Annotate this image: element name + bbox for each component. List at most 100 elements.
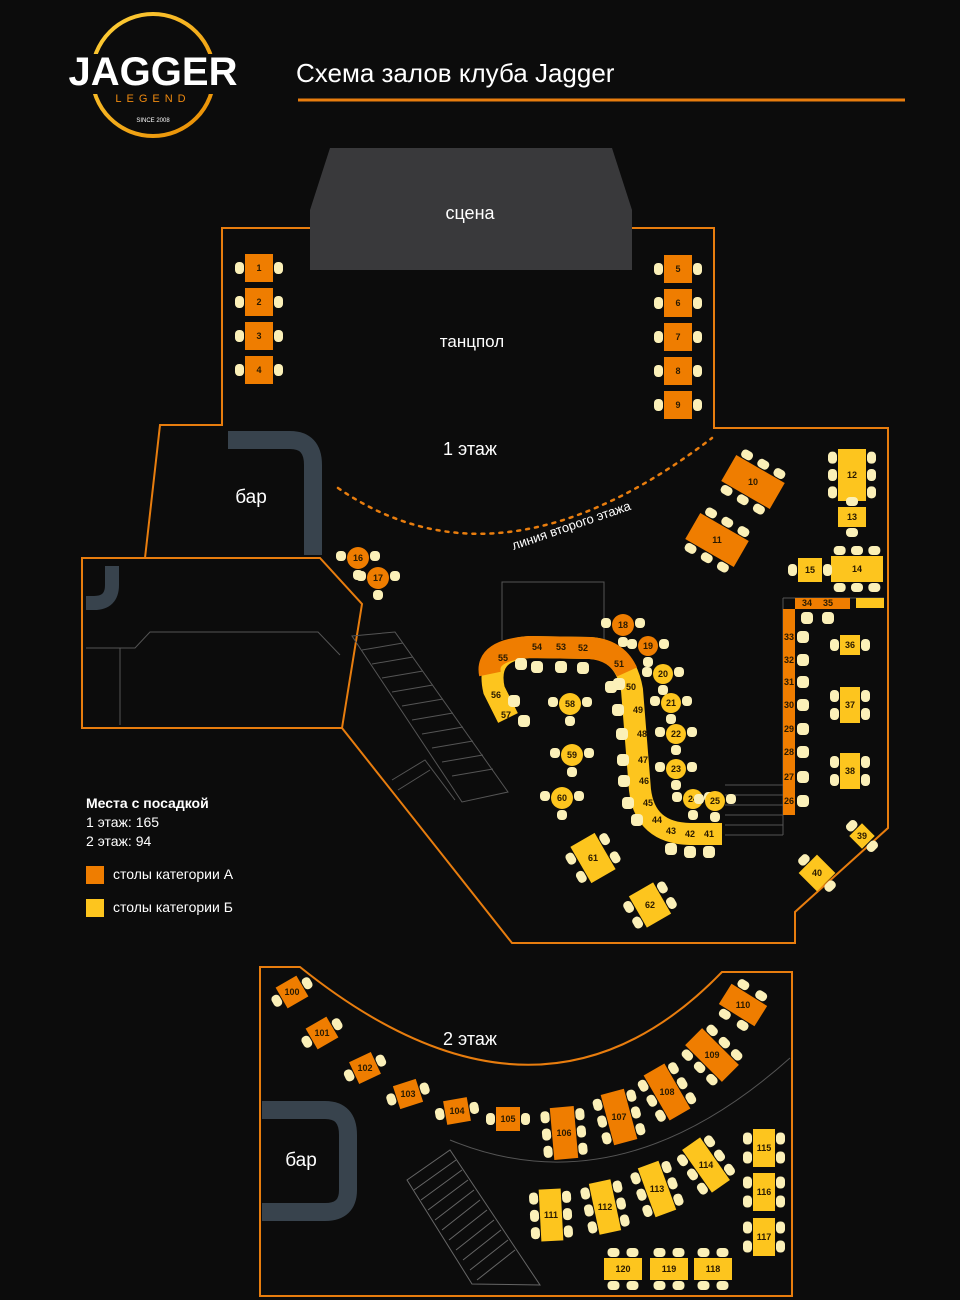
bar-seat-55[interactable]: 55	[498, 653, 508, 663]
chair	[741, 449, 754, 461]
chair	[743, 1221, 752, 1234]
table-8[interactable]: 8	[654, 357, 702, 385]
table-number: 58	[565, 699, 575, 709]
bar-chair	[703, 846, 715, 858]
table-20[interactable]: 20	[642, 664, 684, 695]
chair	[743, 1240, 752, 1253]
chair	[370, 551, 380, 561]
table-23[interactable]: 23	[655, 759, 697, 790]
bar-seat-43[interactable]: 43	[666, 826, 676, 836]
table-61[interactable]: 61	[562, 828, 625, 888]
table-7[interactable]: 7	[654, 323, 702, 351]
bar-seat-52[interactable]: 52	[578, 643, 588, 653]
table-18[interactable]: 18	[601, 614, 645, 647]
table-9[interactable]: 9	[654, 391, 702, 419]
chair	[687, 727, 697, 737]
table-116[interactable]: 116	[743, 1173, 785, 1211]
chair	[682, 696, 692, 706]
table-109[interactable]: 109	[678, 1021, 746, 1089]
table-114[interactable]: 114	[674, 1132, 738, 1199]
bar-seat-45[interactable]: 45	[643, 798, 653, 808]
table-19[interactable]: 19	[627, 636, 669, 667]
table-103[interactable]: 103	[383, 1076, 432, 1112]
bar-seat-46[interactable]: 46	[639, 776, 649, 786]
table-113[interactable]: 113	[628, 1157, 685, 1220]
table-36[interactable]: 36	[830, 635, 870, 655]
table-101[interactable]: 101	[297, 1012, 347, 1055]
bar-seat-53[interactable]: 53	[556, 642, 566, 652]
table-12[interactable]: 12	[828, 449, 876, 501]
table-110[interactable]: 110	[714, 975, 773, 1035]
table-100[interactable]: 100	[267, 971, 317, 1014]
table-118[interactable]: 118	[694, 1248, 732, 1290]
bar-seat-56[interactable]: 56	[491, 690, 501, 700]
table-102[interactable]: 102	[340, 1048, 390, 1088]
table-top	[588, 1179, 622, 1235]
table-25[interactable]: 25	[694, 791, 736, 822]
table-105[interactable]: 105	[486, 1107, 530, 1131]
table-60[interactable]: 60	[540, 787, 584, 820]
bar-seat-47[interactable]: 47	[638, 755, 648, 765]
bar-seat-35[interactable]: 35	[823, 598, 833, 608]
table-58[interactable]: 58	[548, 693, 592, 726]
table-3[interactable]: 3	[235, 322, 283, 350]
table-number: 104	[449, 1106, 464, 1116]
bar-seat-29[interactable]: 29	[784, 724, 794, 734]
bar-seat-44[interactable]: 44	[652, 815, 662, 825]
table-59[interactable]: 59	[550, 744, 594, 777]
bar-seat-32[interactable]: 32	[784, 655, 794, 665]
table-39[interactable]: 39	[842, 816, 882, 856]
bar-seat-48[interactable]: 48	[637, 729, 647, 739]
table-120[interactable]: 120	[604, 1248, 642, 1290]
table-top	[694, 1258, 732, 1280]
table-top	[559, 693, 581, 715]
table-38[interactable]: 38	[830, 753, 870, 789]
bar-seat-27[interactable]: 27	[784, 772, 794, 782]
bar-seat-42[interactable]: 42	[685, 829, 695, 839]
table-111[interactable]: 111	[529, 1188, 574, 1242]
table-2[interactable]: 2	[235, 288, 283, 316]
table-13[interactable]: 13	[838, 497, 866, 537]
bar-seat-31[interactable]: 31	[784, 677, 794, 687]
chair	[833, 583, 846, 592]
table-40[interactable]: 40	[792, 848, 843, 899]
chair	[851, 546, 863, 555]
table-119[interactable]: 119	[650, 1248, 688, 1290]
bar-seat-34[interactable]: 34	[802, 598, 812, 608]
table-117[interactable]: 117	[743, 1218, 785, 1256]
chair	[655, 1109, 666, 1122]
bar-seat-41[interactable]: 41	[704, 829, 714, 839]
bar-seat-49[interactable]: 49	[633, 705, 643, 715]
bar-seat-57[interactable]: 57	[501, 710, 511, 720]
bar-seat-50[interactable]: 50	[626, 682, 636, 692]
table-62[interactable]: 62	[620, 877, 680, 932]
table-112[interactable]: 112	[579, 1177, 631, 1237]
bar-seat-28[interactable]: 28	[784, 747, 794, 757]
table-108[interactable]: 108	[635, 1058, 699, 1125]
table-1[interactable]: 1	[235, 254, 283, 282]
bar-seat-54[interactable]: 54	[532, 642, 542, 652]
table-5[interactable]: 5	[654, 255, 702, 283]
chair	[743, 1132, 752, 1145]
bar-seat-51[interactable]: 51	[614, 659, 624, 669]
bar-seat-30[interactable]: 30	[784, 700, 794, 710]
table-37[interactable]: 37	[830, 687, 870, 723]
chair	[671, 780, 681, 790]
table-22[interactable]: 22	[655, 724, 697, 755]
table-15[interactable]: 15	[788, 558, 832, 582]
table-10[interactable]: 10	[716, 446, 789, 517]
table-21[interactable]: 21	[650, 693, 692, 724]
table-14[interactable]: 14	[831, 546, 883, 592]
chair	[632, 916, 644, 929]
table-6[interactable]: 6	[654, 289, 702, 317]
table-115[interactable]: 115	[743, 1129, 785, 1167]
bar-seat-26[interactable]: 26	[784, 796, 794, 806]
bar-seat-33[interactable]: 33	[784, 632, 794, 642]
table-104[interactable]: 104	[433, 1095, 480, 1126]
table-107[interactable]: 107	[591, 1086, 647, 1148]
table-17[interactable]: 17	[356, 567, 400, 600]
table-4[interactable]: 4	[235, 356, 283, 384]
table-106[interactable]: 106	[540, 1105, 588, 1161]
table-11[interactable]: 11	[680, 504, 753, 575]
